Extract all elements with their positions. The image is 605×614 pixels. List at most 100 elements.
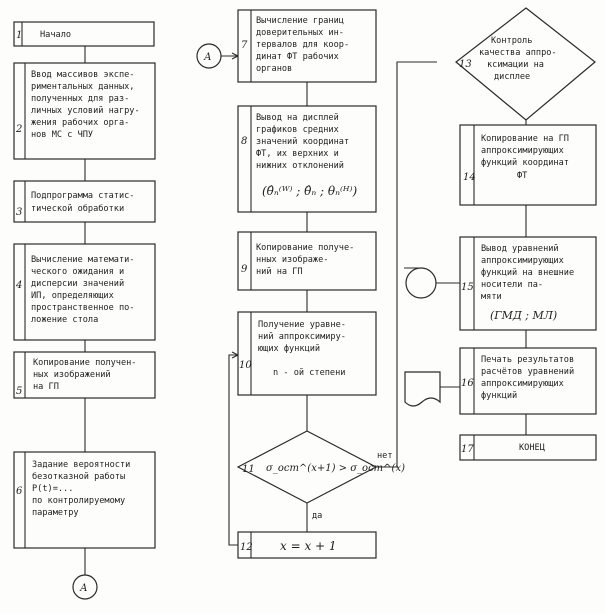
block-13-line: качества аппро- [479,48,557,58]
block-4-line: Вычисление математи- [31,255,134,265]
block-14-number: 14 [463,172,476,183]
block-5-number: 5 [16,386,22,397]
block-17-label: КОНЕЦ [519,443,545,453]
block-4-line: ческого ожидания и [31,267,124,277]
block-9-line: нных изображе- [256,254,328,265]
block-2-line: личных условий нагру- [31,106,140,116]
block-11-formula: σ_ост^(x+1) > σ_ост^(x) [266,463,405,474]
block-2-number: 2 [15,124,22,135]
block-6-line: параметру [32,508,79,518]
block-7-line: динат ФТ рабочих [256,51,339,62]
block-14-copy: 14 Копирование на ГП аппроксимирующих фу… [459,124,597,206]
block-3-number: 3 [16,207,22,218]
block-8-line: графиков средних [256,125,339,135]
connector-a-bottom-label: А [79,583,88,594]
block-7-line: органов [256,64,292,74]
block-6-probability: 6 Задание вероятности безотказной работы… [13,451,156,549]
block-10-number: 10 [239,360,252,371]
block-16-line: расчётов уравнений [481,367,574,377]
connector-a-top: А [196,43,222,69]
block-13-line: ксимации на [487,60,544,70]
block-8-formula: (θ̂ₙ⁽ᵂ⁾ ; θ̂ₙ ; θₙ⁽ᴴ⁾) [262,184,357,198]
block-5-line: ных изображений [33,369,111,380]
block-7-line: тервалов для коор- [256,40,349,50]
block-15-output: 15 Вывод уравнений аппроксимирующих функ… [459,236,597,331]
block-3-subroutine: 3 Подпрограмма статис- тической обработк… [13,180,156,223]
block-16-print: 16 Печать результатов расчётов уравнений… [459,347,597,415]
block-8-line: Вывод на дисплей [256,113,339,123]
block-8-line: значений координат [256,137,349,147]
block-6-number: 6 [16,486,23,497]
block-8-number: 8 [241,136,247,147]
edge-11-13 [376,61,437,468]
block-13-check: 13 Контроль качества аппро- ксимации на … [455,7,596,121]
block-2-input: 2 Ввод массивов экспе- риментальных данн… [13,62,156,160]
block-5-line: Копирование получен- [33,358,136,368]
block-2-line: нов МС с ЧПУ [31,130,93,140]
block-12-number: 12 [240,542,253,553]
block-2-line: Ввод массивов экспе- [31,70,134,80]
connector-a-top-label: А [203,52,212,63]
document-output-icon [404,371,441,407]
block-4-line: пространственное по- [31,303,134,313]
block-4-process: 4 Вычисление математи- ческого ожидания … [13,243,156,341]
block-13-number: 13 [459,59,472,70]
block-10-equations: 10 Получение уравне- ний аппроксимиру- ю… [237,311,377,396]
block-9-line: ний на ГП [256,267,303,277]
block-8-line: ФТ, их верхних и [256,149,339,159]
block-3-line: Подпрограмма статис- [31,191,134,201]
block-15-line: аппроксимирующих [481,256,564,266]
block-6-line: безотказной работы [32,471,125,482]
block-16-line: функций [481,391,517,401]
block-15-line: мяти [481,292,502,302]
block-4-line: ложение стола [31,315,98,325]
block-14-line: Копирование на ГП [481,134,569,144]
connector-a-bottom: А [72,574,98,600]
block-9-line: Копирование получе- [256,243,354,253]
block-7-number: 7 [241,40,248,51]
block-15-line: функций на внешние [481,268,574,278]
block-14-line: ФТ [517,171,527,181]
block-10-line: n - ой степени [273,368,345,378]
block-12-formula: x = x + 1 [280,539,337,553]
block-5-line: на ГП [33,382,59,392]
block-16-line: аппроксимирующих [481,379,564,389]
block-1-start: 1 Начало [13,21,155,47]
block-2-line: жения рабочих орга- [31,117,129,128]
block-4-number: 4 [15,280,22,291]
block-13-line: дисплее [494,72,530,82]
block-8-line: нижних отклонений [256,161,344,171]
block-3-line: тической обработки [31,203,124,214]
edge-label-no: нет [377,451,393,461]
block-11-number: 11 [242,464,255,475]
block-6-line: Задание вероятности [32,460,130,470]
tape-storage-icon [404,267,437,299]
block-1-number: 1 [16,30,22,41]
block-1-label: Начало [40,30,71,40]
block-12-increment: 12 x = x + 1 [237,531,377,559]
block-4-line: ИП, определяющих [31,291,114,301]
block-10-line: ний аппроксимиру- [258,332,346,342]
block-5-copy: 5 Копирование получен- ных изображений н… [13,351,156,399]
block-9-number: 9 [241,264,248,275]
block-2-line: риментальных данных, [31,82,134,92]
block-10-line: Получение уравне- [258,320,346,330]
block-15-line: носители па- [481,280,543,290]
block-16-line: Печать результатов [481,355,574,365]
block-15-line: Вывод уравнений [481,244,559,254]
block-13-line: Контроль [491,36,532,46]
block-14-line: функций координат [481,158,569,168]
block-16-number: 16 [461,378,474,389]
block-17-end: 17 КОНЕЦ [459,434,597,461]
block-4-line: дисперсии значений [31,279,124,289]
block-10-line: ющих функций [258,344,320,354]
block-7-line: доверительных ин- [256,28,344,38]
block-11-decision: 11 σ_ост^(x+1) > σ_ост^(x) [236,430,405,504]
block-17-number: 17 [461,444,474,455]
edge-label-yes: да [312,511,322,521]
block-7-intervals: 7 Вычисление границ доверительных ин- те… [237,9,377,83]
block-8-display: 8 Вывод на дисплей графиков средних знач… [237,105,377,213]
block-9-copy: 9 Копирование получе- нных изображе- ний… [237,231,377,291]
block-6-line: P(t)=... [32,484,73,494]
